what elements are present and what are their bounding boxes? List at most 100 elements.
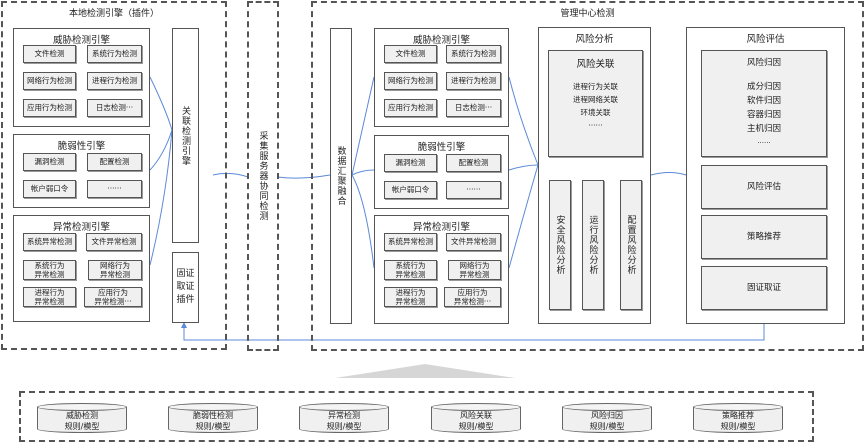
rule-model-name: 脆弱性检测 bbox=[193, 411, 233, 420]
mgmt-anomaly-item: 系统行为 异常检测 bbox=[384, 260, 437, 280]
collector-label: 采集服务器协同检测 bbox=[257, 131, 268, 221]
connector-vuln-to-risk bbox=[508, 164, 539, 171]
risk-assessment-title: 风险评估 bbox=[746, 34, 785, 45]
local-correlation-engine: 关联检测引擎 bbox=[172, 28, 199, 243]
local-threat-item: 日志检测··· bbox=[87, 99, 142, 117]
connector-aggregation-to-anomaly bbox=[351, 174, 375, 269]
local-threat-item: 进程行为检测 bbox=[87, 72, 142, 90]
mgmt-threat-item: 网络行为检测 bbox=[384, 72, 437, 90]
mgmt-anomaly-item: 进程行为 异常检测 bbox=[384, 287, 437, 307]
local-anomaly-item: 应用行为 异常检测··· bbox=[84, 287, 142, 307]
risk-analysis-panel: 风险分析 风险关联 进程行为关联 进程网络关联 环境关联 ······ 安全风险… bbox=[538, 27, 651, 324]
rule-model-sub: 规则/模型 bbox=[458, 422, 494, 431]
rule-model-sub: 规则/模型 bbox=[326, 422, 362, 431]
rule-model-sub: 规则/模型 bbox=[64, 422, 100, 431]
rule-model-anomaly: 异常检测规则/模型 bbox=[299, 403, 389, 433]
rule-model-name: 异常检测 bbox=[328, 411, 360, 420]
risk-correlation-item: 环境关联 bbox=[580, 108, 611, 117]
mgmt-vuln-engine: 脆弱性引擎 漏洞检测 配置检测 帐户弱口令 ······ bbox=[374, 135, 509, 209]
feedback-arrowhead bbox=[181, 322, 187, 328]
risk-attribution-item: 主机归因 bbox=[746, 124, 781, 134]
local-threat-item: 文件检测 bbox=[23, 45, 76, 63]
local-vuln-item: ······ bbox=[87, 180, 142, 198]
risk-correlation-item: ······ bbox=[588, 121, 603, 130]
risk-correlation-list: 进程行为关联 进程网络关联 环境关联 ······ bbox=[549, 80, 642, 132]
risk-attribution-box: 风险归因 成分归因 软件归因 容器归因 主机归因 ······ bbox=[701, 50, 827, 157]
risk-correlation-item: 进程网络关联 bbox=[573, 95, 618, 104]
mgmt-vuln-item: 帐户弱口令 bbox=[384, 181, 437, 199]
risk-attribution-item: 软件归因 bbox=[746, 96, 781, 106]
connector-aggregation-to-threat bbox=[351, 76, 375, 176]
mgmt-threat-item: 系统行为检测 bbox=[446, 45, 501, 63]
connector-aggregation-to-vuln bbox=[351, 169, 375, 176]
mgmt-threat-engine-title: 威胁检测引擎 bbox=[412, 35, 470, 46]
rule-model-sub: 规则/模型 bbox=[720, 422, 756, 431]
local-vuln-engine-title: 脆弱性引擎 bbox=[57, 141, 106, 152]
local-anomaly-item: 文件异常检测 bbox=[86, 233, 142, 251]
risk-attribution-title: 风险归因 bbox=[746, 58, 781, 68]
local-anomaly-engine-title: 异常检测引擎 bbox=[52, 222, 110, 233]
local-vuln-item: 漏洞检测 bbox=[23, 153, 76, 171]
risk-assessment-box: 风险评估 bbox=[701, 165, 827, 209]
rule-model-sub: 规则/模型 bbox=[589, 422, 625, 431]
connector-anomaly-to-risk bbox=[508, 164, 539, 269]
mgmt-vuln-item: 配置检测 bbox=[446, 154, 501, 172]
rule-model-name: 威胁检测 bbox=[66, 411, 98, 420]
local-anomaly-engine: 异常检测引擎 系统异常检测 文件异常检测 系统行为 异常检测 网络行为 异常检测… bbox=[13, 215, 150, 322]
management-title: 管理中心检测 bbox=[560, 9, 615, 19]
mgmt-anomaly-engine-title: 异常检测引擎 bbox=[412, 222, 470, 233]
connector-anomaly-to-correlation bbox=[149, 129, 173, 266]
mgmt-threat-item: 应用行为检测 bbox=[384, 99, 437, 117]
risk-correlation-item: 进程行为关联 bbox=[573, 82, 618, 91]
rules-wedge bbox=[335, 364, 515, 378]
rule-model-attribution: 风险归因规则/模型 bbox=[562, 403, 652, 433]
risk-attribution-list: 成分归因 软件归因 容器归因 主机归因 ······ bbox=[702, 80, 826, 150]
rule-model-strategy: 策略推荐规则/模型 bbox=[693, 403, 783, 433]
mgmt-threat-item: 文件检测 bbox=[384, 45, 437, 63]
mgmt-vuln-item: 漏洞检测 bbox=[384, 154, 437, 172]
rule-model-vuln: 脆弱性检测规则/模型 bbox=[168, 403, 258, 433]
local-vuln-item: 帐户弱口令 bbox=[23, 180, 76, 198]
mgmt-threat-engine: 威胁检测引擎 文件检测 系统行为检测 网络行为检测 进程行为检测 应用行为检测 … bbox=[374, 28, 509, 127]
risk-analysis-title: 风险分析 bbox=[575, 34, 614, 45]
rule-model-sub: 规则/模型 bbox=[195, 422, 231, 431]
rule-models-container: 威胁检测规则/模型 脆弱性检测规则/模型 异常检测规则/模型 风险关联规则/模型… bbox=[19, 391, 814, 442]
mgmt-anomaly-item: 网络行为 异常检测 bbox=[448, 260, 501, 280]
connector-threat-to-risk bbox=[508, 76, 539, 166]
local-anomaly-item: 进程行为 异常检测 bbox=[23, 287, 76, 307]
connector-local-to-collector bbox=[212, 172, 249, 178]
rule-model-name: 风险归因 bbox=[591, 411, 623, 420]
risk-assessment-panel: 风险评估 风险归因 成分归因 软件归因 容器归因 主机归因 ······ 风险评… bbox=[686, 27, 845, 324]
rule-model-correlation: 风险关联规则/模型 bbox=[431, 403, 521, 433]
connector-risk-to-assessment bbox=[650, 172, 687, 176]
collector-panel: 采集服务器协同检测 bbox=[247, 1, 279, 351]
local-vuln-item: 配置检测 bbox=[87, 153, 142, 171]
rule-model-name: 策略推荐 bbox=[722, 411, 754, 420]
mgmt-threat-item: 进程行为检测 bbox=[446, 72, 501, 90]
connector-threat-to-correlation bbox=[149, 76, 173, 131]
risk-attribution-item: 成分归因 bbox=[746, 82, 781, 92]
rule-model-threat: 威胁检测规则/模型 bbox=[37, 403, 127, 433]
local-forensics-plugin: 固证取证插件 bbox=[172, 252, 199, 323]
config-risk-analysis: 配置风险分析 bbox=[620, 180, 642, 310]
mgmt-vuln-item: ······ bbox=[446, 181, 501, 199]
risk-correlation-title: 风险关联 bbox=[576, 59, 615, 70]
risk-correlation-box: 风险关联 进程行为关联 进程网络关联 环境关联 ······ bbox=[548, 50, 643, 157]
mgmt-anomaly-engine: 异常检测引擎 系统异常检测 文件异常检测 系统行为 异常检测 网络行为 异常检测… bbox=[374, 215, 509, 324]
local-anomaly-item: 网络行为 异常检测 bbox=[88, 260, 142, 280]
operation-risk-analysis: 运行风险分析 bbox=[582, 180, 604, 310]
strategy-recommend-box: 策略推荐 bbox=[701, 215, 827, 259]
local-threat-item: 系统行为检测 bbox=[87, 45, 142, 63]
local-anomaly-item: 系统行为 异常检测 bbox=[23, 260, 76, 280]
management-panel: 管理中心检测 bbox=[311, 1, 864, 351]
local-threat-engine-title: 威胁检测引擎 bbox=[52, 35, 110, 46]
forensics-box: 固证取证 bbox=[701, 266, 827, 310]
connector-collector-to-aggregation bbox=[277, 174, 331, 179]
mgmt-anomaly-item: 文件异常检测 bbox=[446, 233, 501, 251]
forensics-plugin-label: 固证取证插件 bbox=[176, 269, 195, 305]
local-vuln-engine: 脆弱性引擎 漏洞检测 配置检测 帐户弱口令 ······ bbox=[13, 134, 150, 208]
local-threat-engine: 威胁检测引擎 文件检测 系统行为检测 网络行为检测 进程行为检测 应用行为检测 … bbox=[13, 28, 150, 127]
mgmt-anomaly-item: 应用行为 异常检测··· bbox=[444, 287, 501, 307]
local-threat-item: 网络行为检测 bbox=[23, 72, 76, 90]
